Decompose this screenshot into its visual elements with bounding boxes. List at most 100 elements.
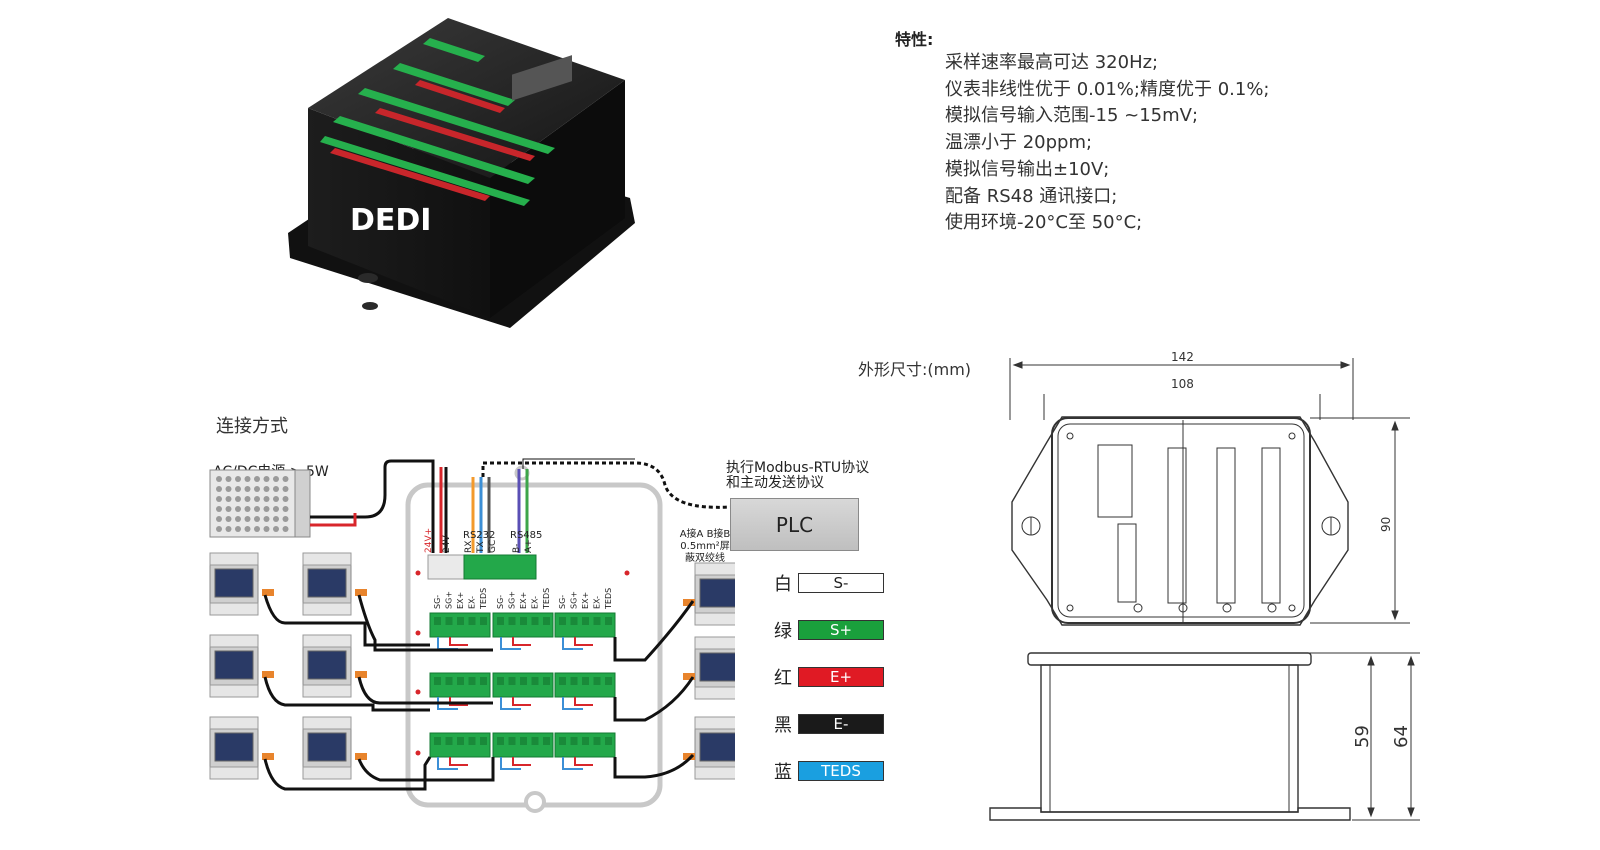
psu-vent-dot bbox=[235, 486, 241, 492]
terminal-screw bbox=[508, 737, 516, 745]
channel-pin-label: SG+ bbox=[570, 591, 579, 609]
feature-item: 温漂小于 20ppm; bbox=[945, 132, 1093, 154]
psu-vent-dot bbox=[263, 516, 270, 522]
psu-vent-dot bbox=[273, 496, 279, 502]
internal-block bbox=[1216, 447, 1236, 604]
psu-vent-dot bbox=[225, 506, 232, 512]
power-wire-red bbox=[310, 513, 357, 527]
feature-item: 配备 RS48 通讯接口; bbox=[945, 185, 1118, 207]
psu-vent-dot bbox=[244, 496, 251, 502]
cable-note-line: 蔽双绞线 bbox=[685, 553, 725, 564]
internal-block bbox=[1167, 447, 1187, 604]
legend-swatch: S+ bbox=[798, 620, 884, 640]
psu-vent-dot bbox=[254, 516, 260, 522]
legend-row-blue: 蓝 TEDS bbox=[774, 760, 884, 783]
ex-wire bbox=[574, 697, 593, 706]
legend-char: 白 bbox=[774, 574, 792, 595]
corner-hole bbox=[1288, 604, 1296, 612]
cable-gland bbox=[683, 599, 695, 606]
psu-vent-dot bbox=[244, 486, 251, 492]
sensor-cable bbox=[357, 757, 495, 782]
load-cell bbox=[302, 552, 367, 616]
cable-gland bbox=[683, 753, 695, 760]
psu-vent-dot bbox=[225, 516, 232, 522]
psu-vent-dot bbox=[254, 496, 260, 502]
features-list: 采样速率最高可达 320Hz; 仪表非线性优于 0.01%;精度优于 0.1%;… bbox=[945, 50, 1269, 237]
psu-vent-dot bbox=[282, 506, 289, 512]
terminal-screw bbox=[520, 737, 527, 745]
legend-char: 绿 bbox=[774, 621, 792, 642]
terminal-screw bbox=[593, 617, 601, 625]
plan-inner-outline bbox=[1057, 423, 1305, 618]
port-label-24v-minus: 24V- bbox=[442, 533, 452, 553]
terminal-screw bbox=[434, 617, 441, 625]
port-label-rx: RX bbox=[464, 541, 474, 553]
channel-pin-label: SG+ bbox=[508, 591, 517, 609]
sensor-cable bbox=[263, 756, 432, 791]
channel-pin-label: EX+ bbox=[519, 592, 528, 609]
dim-arrow bbox=[1012, 361, 1351, 369]
psu-vent-dot bbox=[216, 486, 222, 492]
psu-vent-dot bbox=[254, 476, 260, 482]
load-cell bbox=[302, 716, 367, 780]
sensor-cable bbox=[357, 676, 493, 705]
terminal-screw bbox=[543, 617, 550, 625]
psu-vent-dot bbox=[263, 526, 270, 532]
psu-vent-dot bbox=[216, 476, 222, 482]
psu-vent-dot bbox=[235, 516, 241, 522]
load-cell bbox=[302, 634, 367, 698]
legend-char: 蓝 bbox=[774, 762, 792, 783]
terminal-screw bbox=[570, 617, 578, 625]
cable-note-line: 0.5mm²屏 bbox=[680, 541, 730, 552]
psu-vent-dot bbox=[263, 476, 270, 482]
terminal-screw bbox=[497, 737, 504, 745]
cable-gland bbox=[355, 589, 367, 596]
product-photo: DEDI bbox=[288, 18, 635, 328]
ex-wire bbox=[574, 637, 593, 646]
terminal-screw bbox=[457, 677, 464, 685]
load-cell bbox=[683, 636, 735, 700]
comm-terminal-block bbox=[463, 554, 537, 580]
side-base bbox=[989, 807, 1351, 821]
terminal-screw bbox=[582, 677, 589, 685]
psu-vent-dot bbox=[216, 496, 222, 502]
terminal-screw bbox=[508, 677, 516, 685]
cable-note-line: A接A B接B bbox=[679, 529, 731, 540]
psu-vent-dot bbox=[273, 486, 279, 492]
channel-pin-label: SG- bbox=[496, 595, 505, 609]
legend-swatch: E+ bbox=[798, 667, 884, 687]
psu-vent-dot bbox=[254, 486, 260, 492]
terminal-screw bbox=[468, 737, 476, 745]
sensor-cable bbox=[613, 600, 695, 662]
feature-item: 仪表非线性优于 0.01%;精度优于 0.1%; bbox=[945, 78, 1270, 100]
psu-vent-dot bbox=[235, 526, 241, 532]
psu-vent-dot bbox=[216, 526, 222, 532]
psu-vent-dot bbox=[225, 496, 232, 502]
ex-wire bbox=[449, 697, 468, 706]
legend-char: 红 bbox=[774, 668, 792, 689]
feature-item: 采样速率最高可达 320Hz; bbox=[945, 52, 1159, 73]
housing-mount-tab bbox=[524, 791, 546, 813]
feature-item: 模拟信号输入范围-15 ~15mV; bbox=[945, 105, 1199, 127]
ex-wire bbox=[512, 637, 531, 646]
channel-pin-label: TEDS bbox=[542, 588, 551, 610]
terminal-screw bbox=[543, 677, 550, 685]
sensor-cable bbox=[263, 676, 430, 712]
dim-label-142: 142 bbox=[1171, 350, 1194, 364]
psu-vent-dot bbox=[216, 506, 222, 512]
psu-vent-dot bbox=[225, 526, 232, 532]
terminal-screw bbox=[468, 677, 476, 685]
terminal-screw bbox=[543, 737, 550, 745]
terminal-screw bbox=[582, 617, 589, 625]
brand-logo: DEDI bbox=[350, 203, 431, 238]
terminal-screw bbox=[445, 617, 453, 625]
psu-vent-dot bbox=[273, 516, 279, 522]
teds-wire bbox=[562, 757, 583, 770]
load-cell bbox=[683, 716, 735, 780]
psu-vent-dot bbox=[225, 486, 232, 492]
psu-vent-dot bbox=[235, 476, 241, 482]
terminal-screw bbox=[445, 737, 453, 745]
psu-vent-dot bbox=[235, 506, 241, 512]
terminal-screw bbox=[480, 617, 487, 625]
dim-label-90: 90 bbox=[1379, 517, 1393, 532]
